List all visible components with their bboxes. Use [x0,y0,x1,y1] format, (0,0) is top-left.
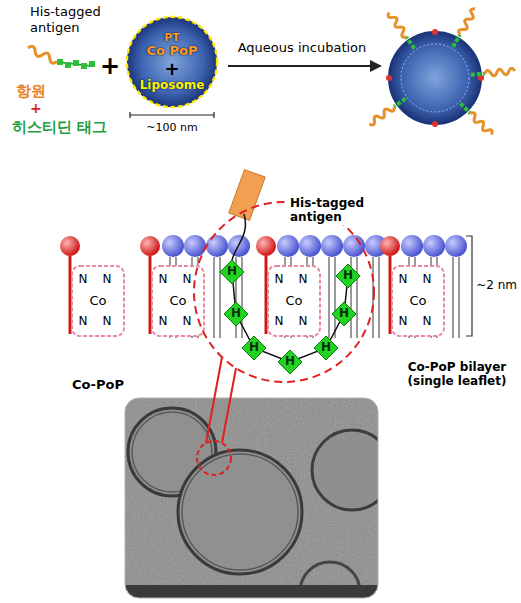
antigen-label: His-tagged antigen [30,4,114,35]
cobalt-symbol: Co [284,294,303,308]
nitrogen-symbol: N [398,273,409,286]
nitrogen-symbol: N [182,273,193,286]
histidine-symbol: H [227,265,237,278]
histidine-symbol: H [339,307,349,320]
nitrogen-symbol: N [158,315,169,328]
liposome-node: PTCo PoP+Liposome [125,15,219,109]
nitrogen-symbol: N [422,315,433,328]
histidine-symbol: H [231,307,241,320]
dimension-label: ~2 nm [476,278,517,292]
histidine-symbol: H [321,341,331,354]
antigen-peptide [27,45,95,69]
molecule-label: Co-PoP [72,378,124,392]
nitrogen-symbol: N [78,273,89,286]
thickness-bracket [466,236,472,336]
nitrogen-symbol: N [78,315,89,328]
liposome-text: Co PoP [147,44,198,58]
cobalt-symbol: Co [408,294,427,308]
antigen-liposome [368,7,515,136]
nitrogen-symbol: N [398,315,409,328]
bilayer-label: Co-PoP bilayer (single leaflet) [398,360,516,389]
reaction-arrow [228,60,382,72]
scale-label: ~100 nm [146,122,197,134]
lipid-tails [170,257,459,338]
nitrogen-symbol: N [274,273,285,286]
plus-sign: + [30,100,42,117]
liposome-text: Liposome [140,79,205,92]
histidine-symbol: H [343,269,353,282]
zoom-circle [194,202,374,382]
liposome-content: PTCo PoP+Liposome [125,15,219,109]
cobalt-symbol: Co [88,294,107,308]
porphyrin-heads [60,236,400,256]
scale-bar [130,112,214,118]
nitrogen-symbol: N [102,315,113,328]
liposome-text: PT [164,32,180,44]
histidine-tag-label: 히스티딘 태그 [12,118,107,136]
nitrogen-symbol: N [298,315,309,328]
nitrogen-symbol: N [182,315,193,328]
plus-sign: + [100,53,120,79]
histidine-symbol: H [249,341,259,354]
nitrogen-symbol: N [298,273,309,286]
histidine-symbol: H [285,355,295,368]
nitrogen-symbol: N [102,273,113,286]
liposome-text: + [164,59,179,79]
arrow-label: Aqueous incubation [238,41,367,55]
co-pop-molecules [70,256,444,336]
nitrogen-symbol: N [274,315,285,328]
antigen-label: His-tagged antigen [289,196,381,225]
nitrogen-symbol: N [422,273,433,286]
antigen-korean-label: 항원 [16,82,46,100]
nitrogen-symbol: N [158,273,169,286]
cryo-em-image [125,357,392,603]
cobalt-symbol: Co [168,294,187,308]
